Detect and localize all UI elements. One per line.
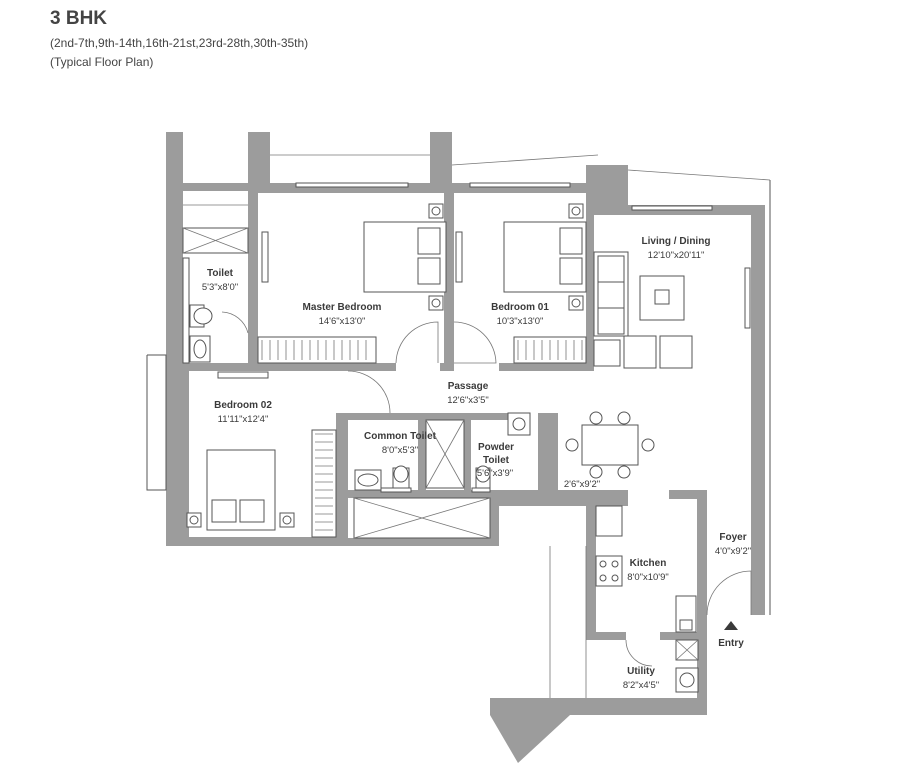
powder-toilet-name-2: Toilet <box>483 455 510 466</box>
passage-name: Passage <box>448 381 489 392</box>
toilet-dimensions: 5'3"x8'0" <box>202 282 238 293</box>
utility-name: Utility <box>627 666 655 677</box>
bedroom-01-name: Bedroom 01 <box>491 302 549 313</box>
dining-alcove-dimensions: 2'6"x9'2" <box>564 479 600 490</box>
toilet-name: Toilet <box>207 268 234 279</box>
master-bedroom-name: Master Bedroom <box>303 302 382 313</box>
kitchen-dimensions: 8'0"x10'9" <box>627 572 669 583</box>
bedroom-02-furniture <box>186 370 391 538</box>
bedroom-02-dimensions: 11'11"x12'4" <box>218 414 269 425</box>
foyer-dimensions: 4'0"x9'2" <box>715 546 751 557</box>
common-toilet-dimensions: 8'0"x5'3" <box>382 445 418 456</box>
windows <box>217 182 751 493</box>
utility-dimensions: 8'2"x4'5" <box>623 680 659 691</box>
exterior-lines <box>146 154 771 698</box>
bedroom-02-name: Bedroom 02 <box>214 400 272 411</box>
powder-toilet-dimensions: 5'6"x3'9" <box>477 468 513 479</box>
powder-toilet-name: Powder <box>478 442 514 453</box>
toilet-fixtures-2 <box>353 412 531 539</box>
living-furniture <box>565 251 693 479</box>
toilet-fixtures <box>182 204 249 364</box>
plan-type-subtitle: (Typical Floor Plan) <box>50 55 154 69</box>
master-bedroom-dimensions: 14'6"x13'0" <box>319 316 366 327</box>
living-dining-name: Living / Dining <box>642 236 711 247</box>
bedroom-01-furniture <box>453 203 587 364</box>
bedroom-01-dimensions: 10'3"x13'0" <box>497 316 544 327</box>
kitchen-name: Kitchen <box>630 558 667 569</box>
passage-dimensions: 12'6"x3'5" <box>447 395 489 406</box>
living-dining-dimensions: 12'10"x20'11" <box>648 250 705 261</box>
entry-arrow-icon <box>724 621 738 630</box>
kitchen-fixtures <box>595 505 752 693</box>
floors-subtitle: (2nd-7th,9th-14th,16th-21st,23rd-28th,30… <box>50 36 309 50</box>
foyer-name: Foyer <box>719 532 746 543</box>
master-bedroom-furniture <box>257 203 447 364</box>
plan-title: 3 BHK <box>50 8 108 29</box>
common-toilet-name: Common Toilet <box>364 431 437 442</box>
entry-label: Entry <box>718 638 744 649</box>
walls <box>166 132 765 763</box>
